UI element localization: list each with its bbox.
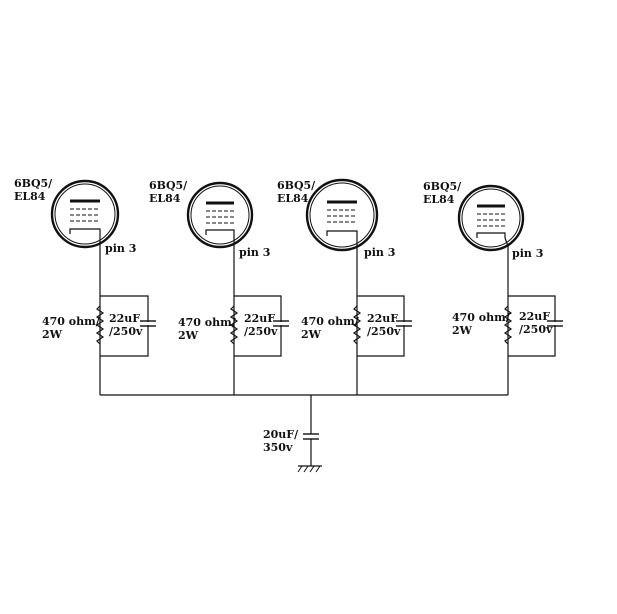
capacitor-4-label-line1: 22uF (519, 310, 550, 323)
pin-3-label: pin 3 (364, 246, 395, 259)
resistor-3-icon (352, 305, 362, 345)
resistor-3-label-line1: 470 ohm/ (301, 315, 360, 328)
tube-2-label-line1: 6BQ5/ (149, 179, 188, 192)
tube-2-symbol (186, 181, 254, 249)
capacitor-3-label-line1: 22uF (367, 312, 398, 325)
capacitor-4-label-line2: /250v (519, 323, 553, 336)
resistor-2-label-line1: 470 ohm/ (178, 316, 237, 329)
tube-1-label-line1: 6BQ5/ (14, 177, 53, 190)
tube-3-label-line1: 6BQ5/ (277, 179, 316, 192)
capacitor-1-label-line2: /250v (109, 325, 143, 338)
pin-1-label: pin 3 (105, 242, 136, 255)
pin-2-label: pin 3 (239, 246, 270, 259)
resistor-3-label-line2: 2W (301, 328, 322, 341)
tube-3-label-line2: EL84 (277, 192, 309, 205)
resistor-1-label-line1: 470 ohm/ (42, 315, 101, 328)
stage-1: 6BQ5/ EL84 pin 3 470 ohm/ 2W 22uF /250v (14, 177, 156, 395)
stage-2: 6BQ5/ EL84 pin 3 470 ohm/ 2W 22uF /250v (149, 179, 289, 395)
capacitor-2-label-line2: /250v (244, 325, 278, 338)
capacitor-2-label-line1: 22uF (244, 312, 275, 325)
resistor-1-icon (95, 305, 105, 345)
tube-1-label-line2: EL84 (14, 190, 46, 203)
tube-2-label-line2: EL84 (149, 192, 181, 205)
tube-4-label-line2: EL84 (423, 193, 455, 206)
stage-3: 6BQ5/ EL84 pin 3 470 ohm/ 2W 22uF /250v (277, 178, 412, 395)
resistor-2-label-line2: 2W (178, 329, 199, 342)
bypass-cap-label-line2: 350v (263, 441, 293, 454)
pin-4-label: pin 3 (512, 247, 543, 260)
tube-3-symbol (305, 178, 379, 252)
tube-1-symbol (50, 179, 120, 249)
capacitor-1-label-line1: 22uF (109, 312, 140, 325)
resistor-4-icon (503, 305, 513, 345)
resistor-4-label-line2: 2W (452, 324, 473, 337)
resistor-1-label-line2: 2W (42, 328, 63, 341)
tube-4-label-line1: 6BQ5/ (423, 180, 462, 193)
stage-4: 6BQ5/ EL84 pin 3 470 ohm/ 2W 22uF /250v (423, 180, 563, 395)
capacitor-3-label-line2: /250v (367, 325, 401, 338)
bypass-cap-label-line1: 20uF/ (263, 428, 299, 441)
common-bus: 20uF/ 350v (100, 394, 508, 473)
resistor-4-label-line1: 470 ohm/ (452, 311, 511, 324)
ground-icon (297, 465, 322, 473)
resistor-2-icon (229, 305, 239, 345)
tube-4-symbol (457, 184, 525, 252)
